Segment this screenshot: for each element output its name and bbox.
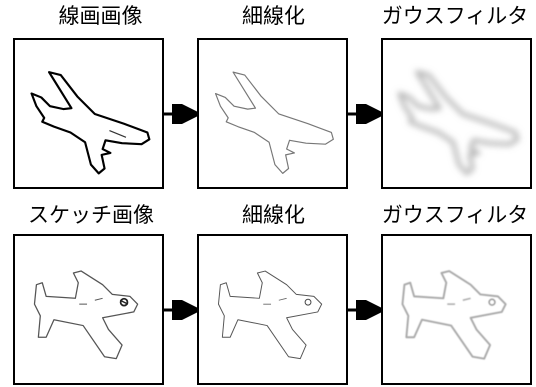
panel-thinned-1 <box>197 38 348 189</box>
arrow-right-icon <box>164 104 198 124</box>
airplane-sketch-thinned-icon <box>217 270 323 360</box>
panel-line-drawing <box>13 38 164 189</box>
label-gaussian-1: ガウスフィルタ <box>381 4 529 28</box>
airplane-line-drawing-icon <box>30 71 151 175</box>
airplane-sketch-icon <box>33 270 139 360</box>
label-gaussian-2: ガウスフィルタ <box>381 203 529 227</box>
panel-sketch-thinned <box>197 234 348 385</box>
airplane-sketch-gaussian-blurred-icon <box>401 270 507 360</box>
arrow-right-icon <box>164 300 198 320</box>
panel-sketch <box>13 234 164 385</box>
airplane-thinned-icon <box>214 71 334 174</box>
arrow-right-icon <box>348 300 382 320</box>
label-sketch: スケッチ画像 <box>28 203 154 227</box>
airplane-gaussian-blurred-icon <box>397 70 520 176</box>
label-line-drawing: 線画画像 <box>58 4 143 28</box>
panel-gaussian-2 <box>381 234 532 385</box>
label-thinning-2: 細線化 <box>242 203 305 227</box>
label-thinning-1: 細線化 <box>242 4 305 28</box>
arrow-right-icon <box>348 104 382 124</box>
panel-gaussian-1 <box>381 38 532 189</box>
